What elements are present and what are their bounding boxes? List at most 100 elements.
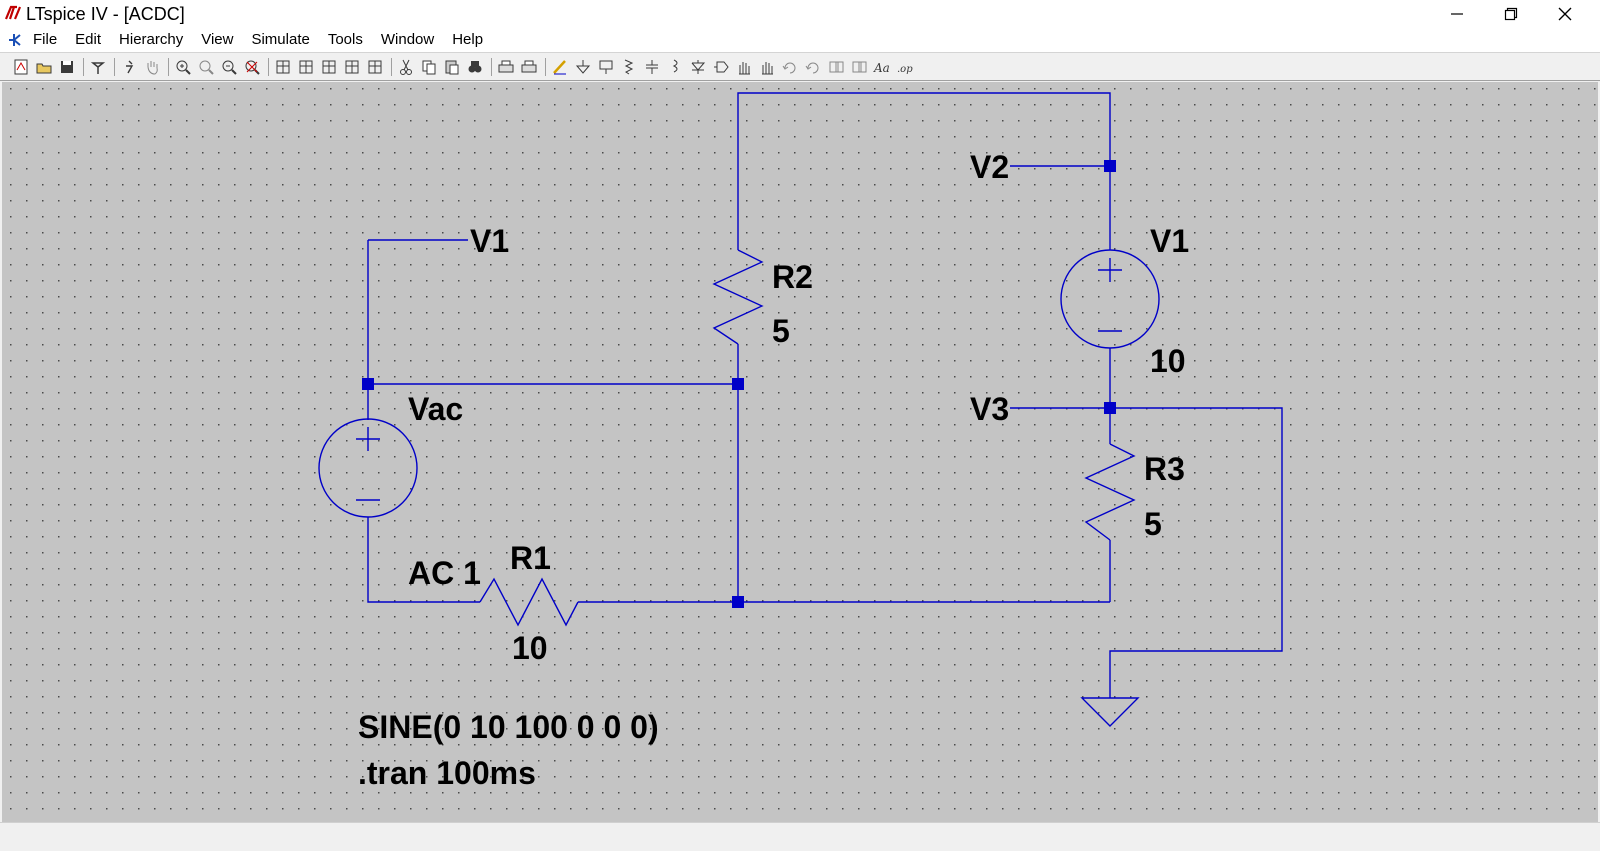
v1-source-name-label[interactable]: V1 xyxy=(1150,223,1189,259)
spice-directive-icon[interactable]: .op xyxy=(896,58,914,76)
inductor-icon[interactable] xyxy=(666,58,684,76)
r3-value-label[interactable]: 5 xyxy=(1144,506,1162,542)
save-icon[interactable] xyxy=(58,58,76,76)
resistor-r1[interactable] xyxy=(479,577,579,627)
wire-top-loop[interactable] xyxy=(737,92,1111,250)
resistor-icon[interactable] xyxy=(620,58,638,76)
menu-hierarchy[interactable]: Hierarchy xyxy=(119,31,184,48)
find-icon[interactable] xyxy=(466,58,484,76)
schematic-canvas[interactable]: V1 V2 V3 Vac AC 1 R1 10 R2 5 R3 5 V1 10 … xyxy=(2,82,1598,822)
toolbar-separator xyxy=(168,58,169,76)
window-title: LTspice IV - [ACDC] xyxy=(26,4,185,24)
svg-text:Aa: Aa xyxy=(873,61,890,75)
print-setup-icon[interactable] xyxy=(497,58,515,76)
toolbar-separator xyxy=(83,58,84,76)
close-button[interactable] xyxy=(1542,0,1588,28)
junction-dot xyxy=(1104,160,1116,172)
vac-name-label[interactable]: Vac xyxy=(408,391,463,427)
resistor-r2[interactable] xyxy=(712,249,764,345)
wires[interactable] xyxy=(367,92,1283,698)
schematic-document-icon[interactable] xyxy=(6,31,24,49)
junction-dot xyxy=(362,378,374,390)
net-label-v2[interactable]: V2 xyxy=(970,149,1009,185)
control-panel-icon[interactable] xyxy=(89,58,107,76)
toolbar-separator xyxy=(545,58,546,76)
ground-symbol[interactable] xyxy=(1080,697,1140,727)
menu-view[interactable]: View xyxy=(201,31,234,48)
vac-value-label[interactable]: AC 1 xyxy=(408,555,481,591)
sine-directive[interactable]: SINE(0 10 100 0 0 0) xyxy=(358,709,659,745)
menu-tools[interactable]: Tools xyxy=(327,31,363,48)
toolbar-separator xyxy=(491,58,492,76)
voltage-source-v1[interactable] xyxy=(1060,249,1160,349)
run-icon[interactable] xyxy=(120,58,138,76)
capacitor-icon[interactable] xyxy=(643,58,661,76)
zoom-out-icon[interactable] xyxy=(197,58,215,76)
copy-icon[interactable] xyxy=(420,58,438,76)
schematic-drawing[interactable]: V1 V2 V3 Vac AC 1 R1 10 R2 5 R3 5 V1 10 … xyxy=(2,82,1598,822)
menu-simulate[interactable]: Simulate xyxy=(251,31,310,48)
zoom-full-icon[interactable] xyxy=(220,58,238,76)
resistor-r3[interactable] xyxy=(1084,443,1136,541)
new-schematic-icon[interactable] xyxy=(12,58,30,76)
print-icon[interactable] xyxy=(520,58,538,76)
wire-v3-ground[interactable] xyxy=(1010,407,1283,698)
restore-icon xyxy=(1504,7,1518,21)
junction-dot xyxy=(1104,402,1116,414)
toolbar-separator xyxy=(114,58,115,76)
junction-dot xyxy=(732,596,744,608)
text-icon[interactable]: Aa xyxy=(873,58,891,76)
open-icon[interactable] xyxy=(35,58,53,76)
ground-icon[interactable] xyxy=(574,58,592,76)
tile-vertical-icon[interactable] xyxy=(297,58,315,76)
net-label-v3[interactable]: V3 xyxy=(970,391,1009,427)
cascade-icon[interactable] xyxy=(320,58,338,76)
menu-window[interactable]: Window xyxy=(380,31,435,48)
ltspice-logo-icon xyxy=(4,5,22,20)
junction-dot xyxy=(732,378,744,390)
halt-icon[interactable] xyxy=(143,58,161,76)
wire-vac-bottom[interactable] xyxy=(367,517,480,603)
component-icon[interactable] xyxy=(712,58,730,76)
r2-name-label[interactable]: R2 xyxy=(772,259,813,295)
toolbar-separator xyxy=(391,58,392,76)
menu-edit[interactable]: Edit xyxy=(75,31,102,48)
zoom-cancel-icon[interactable] xyxy=(243,58,261,76)
diode-icon[interactable] xyxy=(689,58,707,76)
toolbar-separator xyxy=(268,58,269,76)
label-net-icon[interactable] xyxy=(597,58,615,76)
r2-value-label[interactable]: 5 xyxy=(772,313,790,349)
status-bar xyxy=(0,822,1600,851)
voltage-source-vac[interactable] xyxy=(318,418,418,518)
cut-icon[interactable] xyxy=(397,58,415,76)
svg-text:.op: .op xyxy=(897,64,913,75)
net-label-v1[interactable]: V1 xyxy=(470,223,509,259)
tile-horizontal-icon[interactable] xyxy=(274,58,292,76)
menu-file[interactable]: File xyxy=(33,31,58,48)
minimize-button[interactable] xyxy=(1434,0,1480,28)
rotate-icon[interactable] xyxy=(827,58,845,76)
close-icon xyxy=(1558,7,1572,21)
drag-icon[interactable] xyxy=(758,58,776,76)
grid-dots xyxy=(2,82,1598,822)
toolbar: Aa .op xyxy=(0,52,1600,81)
v1-source-value-label[interactable]: 10 xyxy=(1150,343,1186,379)
move-icon[interactable] xyxy=(735,58,753,76)
draw-wire-icon[interactable] xyxy=(551,58,569,76)
paste-icon[interactable] xyxy=(443,58,461,76)
redo-icon[interactable] xyxy=(804,58,822,76)
zoom-in-icon[interactable] xyxy=(174,58,192,76)
arrange-icon[interactable] xyxy=(366,58,384,76)
menu-bar: File Edit Hierarchy View Simulate Tools … xyxy=(0,28,1600,70)
r1-name-label[interactable]: R1 xyxy=(510,540,551,576)
undo-icon[interactable] xyxy=(781,58,799,76)
menu-help[interactable]: Help xyxy=(452,31,484,48)
junctions xyxy=(362,160,1116,608)
close-all-icon[interactable] xyxy=(343,58,361,76)
minimize-icon xyxy=(1451,13,1463,15)
restore-button[interactable] xyxy=(1488,0,1534,28)
mirror-icon[interactable] xyxy=(850,58,868,76)
tran-directive[interactable]: .tran 100ms xyxy=(358,755,536,791)
r1-value-label[interactable]: 10 xyxy=(512,630,548,666)
r3-name-label[interactable]: R3 xyxy=(1144,451,1185,487)
